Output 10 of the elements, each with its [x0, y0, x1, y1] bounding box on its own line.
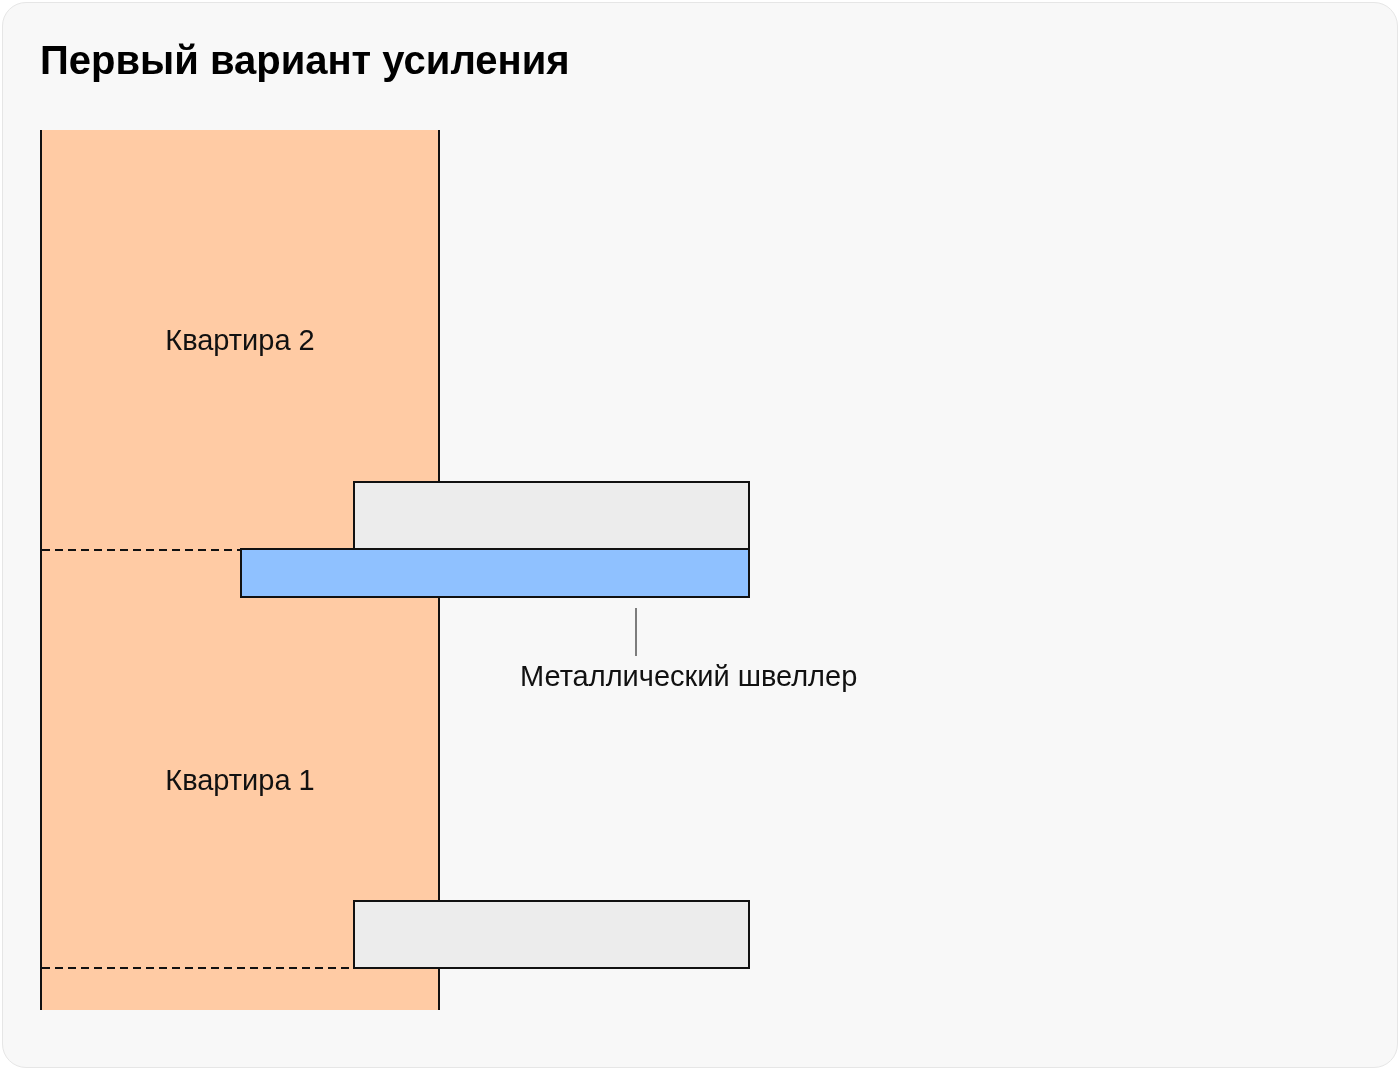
- wall-section: [40, 130, 440, 550]
- leader-line: [635, 607, 637, 657]
- floor-slab: [353, 900, 750, 969]
- callout-label: Металлический швеллер: [520, 660, 858, 693]
- wall-section: [40, 550, 440, 1010]
- room-label: Квартира 2: [165, 323, 315, 357]
- steel-channel: [240, 548, 750, 598]
- floor-slab: [353, 481, 750, 550]
- diagram-title: Первый вариант усиления: [40, 38, 570, 83]
- room-label: Квартира 1: [165, 763, 315, 797]
